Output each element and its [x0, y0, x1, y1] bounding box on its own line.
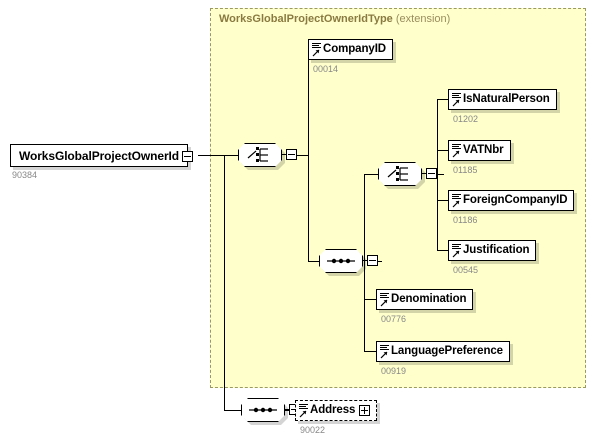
element-companyid[interactable]: CompanyID 00014 [308, 39, 393, 74]
compositor-choice-shape[interactable] [238, 143, 282, 167]
element-companyid-label: CompanyID [323, 42, 386, 55]
element-justification[interactable]: Justification 00545 [448, 240, 537, 275]
element-languagepreference-label: LanguagePreference [391, 344, 503, 357]
element-companyid-code: 00014 [313, 64, 339, 74]
connector-to-languagepreference [364, 351, 376, 352]
element-vatnbr[interactable]: VATNbr 01185 [448, 140, 511, 175]
element-languagepreference-box[interactable]: LanguagePreference [376, 341, 510, 362]
element-foreigncompanyid-box[interactable]: ForeignCompanyID [448, 190, 575, 211]
root-node-box[interactable]: WorksGlobalProjectOwnerId [10, 144, 193, 167]
element-isnaturalperson-label: IsNaturalPerson [463, 92, 550, 105]
sequence-inner-collapse-handle[interactable] [367, 255, 378, 266]
element-denomination[interactable]: Denomination 00776 [376, 289, 474, 324]
root-node[interactable]: WorksGlobalProjectOwnerId 90384 [10, 144, 193, 180]
connector-to-denomination [364, 299, 376, 300]
choice-inner-collapse-handle[interactable] [426, 168, 437, 179]
connector-to-bottom-sequence [224, 410, 241, 411]
element-icon [380, 344, 390, 359]
element-vatnbr-code: 01185 [453, 165, 478, 175]
connector-root-vertical [224, 155, 225, 410]
choice-glyph-icon [387, 166, 408, 181]
element-companyid-box[interactable]: CompanyID [308, 39, 393, 60]
element-address-label: Address [310, 403, 356, 416]
sequence-glyph-icon [327, 258, 355, 264]
element-icon [452, 193, 462, 208]
connector-to-isnaturalperson [437, 99, 448, 100]
connector-choice-top-out [286, 155, 308, 156]
element-address-expand-icon[interactable] [359, 405, 371, 416]
extension-type-kind: (extension) [395, 13, 451, 25]
element-foreigncompanyid-label: ForeignCompanyID [463, 193, 568, 206]
element-icon [452, 143, 462, 158]
element-denomination-code: 00776 [381, 314, 407, 324]
element-address[interactable]: Address 90022 [295, 400, 378, 435]
connector-choice-top-bus [308, 49, 309, 261]
element-languagepreference[interactable]: LanguagePreference 00919 [376, 341, 510, 376]
connector-to-justification [437, 250, 448, 251]
element-justification-label: Justification [463, 243, 530, 256]
compositor-sequence-bottom[interactable] [241, 398, 300, 425]
element-address-code: 90022 [300, 425, 326, 435]
compositor-choice-inner[interactable] [378, 162, 437, 189]
compositor-choice-top[interactable] [238, 143, 297, 170]
element-isnaturalperson[interactable]: IsNaturalPerson 01202 [448, 89, 557, 124]
root-collapse-handle[interactable] [181, 151, 193, 162]
element-icon [312, 42, 322, 57]
root-node-code: 90384 [12, 170, 38, 180]
element-address-box[interactable]: Address [295, 400, 378, 421]
element-denomination-box[interactable]: Denomination [376, 289, 474, 310]
element-icon [452, 92, 462, 107]
connector-right-column-bus [437, 99, 438, 250]
connector-to-choice-inner [364, 174, 378, 175]
element-languagepreference-code: 00919 [381, 366, 407, 376]
root-node-label: WorksGlobalProjectOwnerId [19, 148, 179, 163]
compositor-sequence-inner[interactable] [319, 249, 378, 276]
sequence-glyph-icon [249, 407, 277, 413]
choice-top-collapse-handle[interactable] [286, 149, 297, 160]
element-isnaturalperson-code: 01202 [453, 114, 479, 124]
element-icon [299, 403, 309, 418]
connector-root-to-choice [198, 155, 238, 156]
element-justification-code: 00545 [453, 265, 479, 275]
element-foreigncompanyid[interactable]: ForeignCompanyID 01186 [448, 190, 575, 225]
element-foreigncompanyid-code: 01186 [453, 215, 478, 225]
element-icon [452, 243, 462, 258]
element-isnaturalperson-box[interactable]: IsNaturalPerson [448, 89, 557, 110]
element-vatnbr-label: VATNbr [463, 143, 504, 156]
connector-to-vatnbr [437, 150, 448, 151]
choice-glyph-icon [247, 147, 268, 162]
connector-to-foreigncompanyid [437, 200, 448, 201]
element-denomination-label: Denomination [391, 292, 467, 305]
connector-to-sequence-inner [308, 261, 319, 262]
extension-type-title: WorksGlobalProjectOwnerIdType (extension… [219, 13, 450, 25]
connector-sequence-inner-bus [364, 174, 365, 351]
extension-type-name: WorksGlobalProjectOwnerIdType [219, 13, 393, 25]
element-icon [380, 292, 390, 307]
element-justification-box[interactable]: Justification [448, 240, 537, 261]
element-vatnbr-box[interactable]: VATNbr [448, 140, 511, 161]
